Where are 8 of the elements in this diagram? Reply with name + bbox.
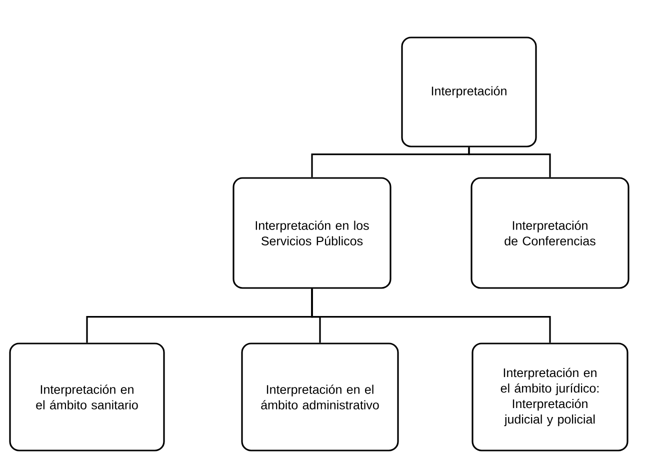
process-box: Interpretación en el ámbito jurídico: Interpretación judicial y policial bbox=[472, 342, 628, 452]
process-box: Interpretación en el ámbito administrativo bbox=[241, 342, 399, 452]
connector-line bbox=[468, 147, 551, 178]
process-box: Interpretación de Conferencias bbox=[470, 177, 630, 289]
process-box: Interpretación en los Servicios Públicos bbox=[232, 177, 392, 289]
connector-line bbox=[311, 288, 551, 343]
process-box: Interpretación bbox=[401, 36, 537, 148]
process-box: Interpretación en el ámbito sanitario bbox=[9, 342, 165, 452]
